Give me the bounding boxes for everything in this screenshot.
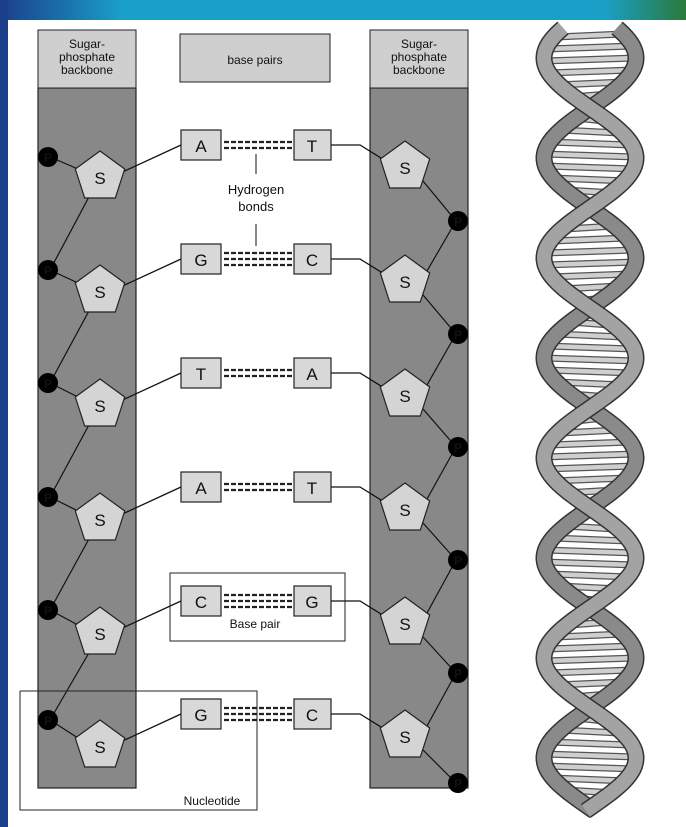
base-pair-rows: A T G C T A A T C G G C Hydrogen bonds (181, 130, 331, 729)
hydrogen-bonds-label: Hydrogen (228, 182, 284, 197)
phosphate-label: P (44, 714, 52, 728)
sugar-label: S (399, 501, 410, 520)
phosphate-label: P (44, 151, 52, 165)
helix-rung (547, 346, 633, 349)
helix-rung (545, 550, 634, 553)
hydrogen-bonds-label: bonds (238, 199, 274, 214)
sugar-label: S (399, 728, 410, 747)
helix-rung (544, 262, 635, 265)
right-base-label: C (306, 706, 318, 725)
right-base-label: C (306, 251, 318, 270)
sugar-label: S (94, 397, 105, 416)
helix-rung (544, 454, 635, 457)
phosphate-label: P (454, 554, 462, 568)
base-pairs-header-label: base pairs (227, 53, 282, 67)
header-labels: Sugar-phosphatebackboneSugar-phosphateba… (38, 30, 468, 88)
phosphate-label: P (44, 377, 52, 391)
helix-rung (547, 670, 633, 673)
sugar-label: S (94, 738, 105, 757)
right-base-label: T (307, 137, 317, 156)
helix-rung (550, 142, 631, 145)
phosphate-label: P (454, 441, 462, 455)
right-backbone-label: Sugar- (401, 37, 437, 51)
sugar-label: S (94, 283, 105, 302)
right-backbone-label: backbone (393, 63, 445, 77)
phosphate-label: P (454, 215, 462, 229)
left-base-label: A (195, 479, 207, 498)
helix-rung (544, 154, 635, 157)
right-base-label: G (305, 593, 318, 612)
phosphate-label: P (44, 491, 52, 505)
helix-rung (550, 742, 631, 745)
left-backbone-label: Sugar- (69, 37, 105, 51)
right-base-label: T (307, 479, 317, 498)
left-base-label: A (195, 137, 207, 156)
sugar-label: S (399, 615, 410, 634)
helix-rung (545, 766, 634, 769)
sugar-label: S (399, 387, 410, 406)
sugar-label: S (94, 169, 105, 188)
helix-rung (545, 166, 634, 169)
helix-rung (550, 442, 631, 445)
helix-rung (545, 466, 634, 469)
left-base-label: T (196, 365, 206, 384)
left-base-label: G (194, 706, 207, 725)
helix-rung (544, 58, 636, 61)
left-base-label: C (195, 593, 207, 612)
base-pair-callout-label: Base pair (230, 617, 281, 631)
helix-rung (545, 250, 634, 253)
nucleotide-callout-label: Nucleotide (184, 794, 241, 808)
double-helix-illustration (544, 28, 636, 811)
right-backbone (370, 88, 468, 788)
helix-rung (547, 370, 633, 373)
phosphate-label: P (454, 777, 462, 791)
sugar-label: S (399, 273, 410, 292)
helix-rung (547, 46, 633, 49)
left-backbone-label: backbone (61, 63, 113, 77)
helix-rung (544, 658, 636, 661)
phosphate-label: P (454, 667, 462, 681)
phosphate-label: P (454, 328, 462, 342)
helix-rung (544, 562, 635, 565)
right-base-label: A (306, 365, 318, 384)
phosphate-label: P (44, 604, 52, 618)
left-base-label: G (194, 251, 207, 270)
helix-rung (547, 70, 633, 73)
sugar-label: S (94, 625, 105, 644)
sugar-label: S (399, 159, 410, 178)
helix-rung (544, 754, 635, 757)
left-backbone-label: phosphate (59, 50, 115, 64)
helix-rung (544, 358, 636, 361)
phosphate-label: P (44, 264, 52, 278)
sugar-label: S (94, 511, 105, 530)
right-backbone-label: phosphate (391, 50, 447, 64)
helix-rung (547, 646, 633, 649)
